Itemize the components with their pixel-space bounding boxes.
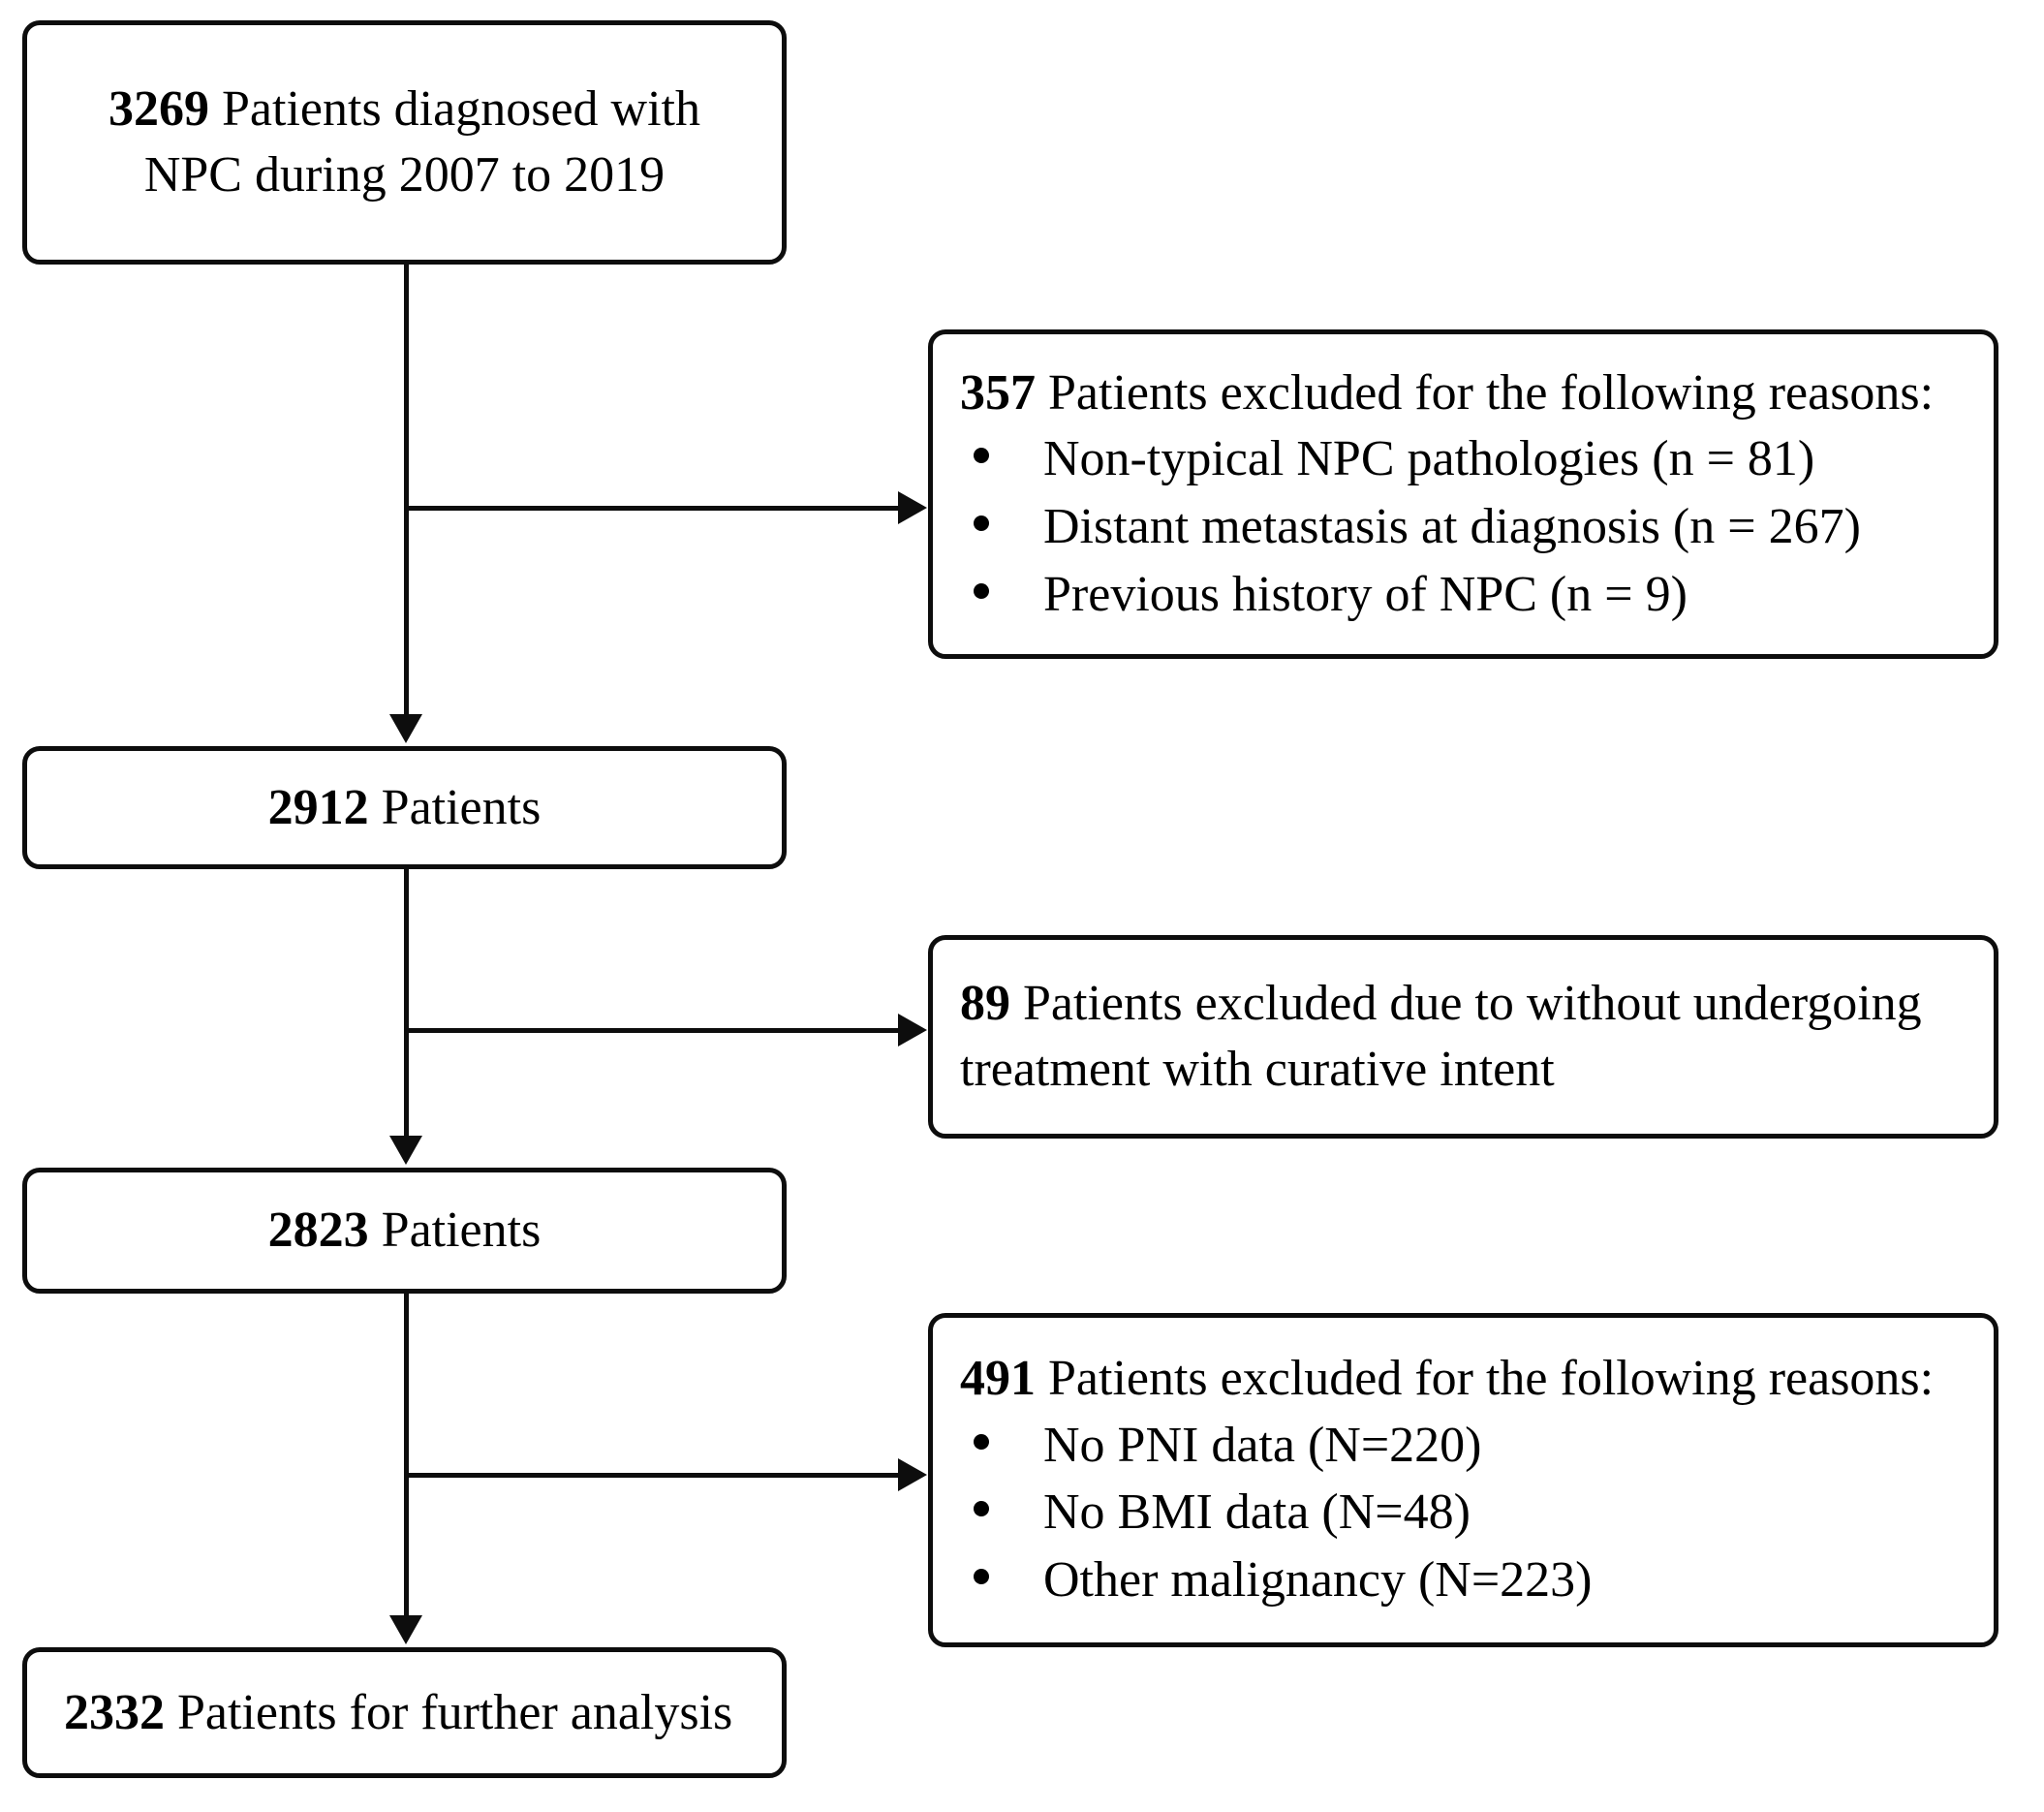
node-cohort-2912-line: 2912 Patients [268,775,542,841]
arrowhead-to-exclusion-491 [898,1458,927,1491]
exclusion-491-heading: 491 Patients excluded for the following … [960,1346,1934,1412]
node-exclusion-357: 357 Patients excluded for the following … [928,329,1998,659]
node-cohort-initial-text1: Patients diagnosed with [209,81,700,138]
arrowhead-to-exclusion-89 [898,1014,927,1047]
node-cohort-initial-line2: NPC during 2007 to 2019 [143,147,666,203]
exclusion-491-heading-text: Patients excluded for the following reas… [1036,1351,1935,1407]
node-cohort-initial: 3269 Patients diagnosed with NPC during … [22,20,787,265]
connector-spine-3 [404,1294,409,1615]
exclusion-491-reason-text: Other malignancy (N=223) [1043,1552,1593,1609]
bullet-dot-icon [974,1569,989,1584]
exclusion-357-reason-item: Non-typical NPC pathologies (n = 81) [960,425,1861,493]
node-cohort-2912-count: 2912 [267,779,369,835]
exclusion-357-reason-text: Previous history of NPC (n = 9) [1043,566,1688,622]
bullet-dot-icon [974,1501,989,1517]
node-cohort-initial-line1: 3269 Patients diagnosed with [108,77,700,142]
exclusion-89-count: 89 [960,976,1010,1032]
exclusion-357-reason-item: Previous history of NPC (n = 9) [960,561,1861,629]
arrowhead-to-cohort-final [389,1615,422,1644]
connector-branch-exclusion-89 [406,1028,898,1033]
exclusion-89-heading-text: Patients excluded due to without undergo… [1010,976,1922,1032]
exclusion-357-reason-item: Distant metastasis at diagnosis (n = 267… [960,493,1861,561]
connector-branch-exclusion-357 [406,506,898,511]
connector-spine-1 [404,265,409,714]
node-cohort-2912: 2912 Patients [22,746,787,869]
node-cohort-2823-count: 2823 [267,1203,369,1259]
exclusion-89-heading-line2: treatment with curative intent [960,1042,1555,1097]
exclusion-491-count: 491 [960,1351,1036,1407]
arrowhead-to-exclusion-357 [898,491,927,524]
connector-spine-2 [404,869,409,1136]
bullet-dot-icon [974,582,989,599]
exclusion-491-reason-text: No BMI data (N=48) [1043,1484,1471,1541]
node-cohort-2912-text: Patients [368,779,542,835]
exclusion-357-reason-list: Non-typical NPC pathologies (n = 81) Dis… [960,425,1861,628]
bullet-dot-icon [974,448,989,464]
exclusion-357-heading: 357 Patients excluded for the following … [960,360,1934,426]
exclusion-491-reason-item: No PNI data (N=220) [960,1412,1593,1480]
node-cohort-final-count: 2332 [64,1684,165,1740]
node-cohort-final-text: Patients for further analysis [165,1684,733,1740]
exclusion-491-reason-item: No BMI data (N=48) [960,1479,1593,1546]
node-cohort-2823-line: 2823 Patients [268,1198,542,1264]
exclusion-357-reason-text: Non-typical NPC pathologies (n = 81) [1043,431,1815,487]
exclusion-357-heading-text: Patients excluded for the following reas… [1036,364,1935,421]
node-cohort-2823: 2823 Patients [22,1168,787,1294]
node-cohort-final: 2332 Patients for further analysis [22,1647,787,1778]
exclusion-357-count: 357 [960,364,1036,421]
exclusion-491-reason-list: No PNI data (N=220) No BMI data (N=48) O… [960,1412,1593,1614]
bullet-dot-icon [974,515,989,531]
exclusion-491-reason-text: No PNI data (N=220) [1043,1417,1482,1473]
node-exclusion-89: 89 Patients excluded due to without unde… [928,935,1998,1139]
node-exclusion-491: 491 Patients excluded for the following … [928,1313,1998,1647]
exclusion-357-reason-text: Distant metastasis at diagnosis (n = 267… [1043,498,1861,554]
bullet-dot-icon [974,1433,989,1450]
connector-branch-exclusion-491 [406,1473,898,1478]
exclusion-89-heading: 89 Patients excluded due to without unde… [960,971,1922,1037]
node-cohort-2823-text: Patients [368,1203,542,1259]
arrowhead-to-cohort-2912 [389,714,422,743]
arrowhead-to-cohort-2823 [389,1136,422,1165]
node-cohort-initial-count: 3269 [108,81,210,138]
node-cohort-final-line: 2332 Patients for further analysis [64,1680,732,1746]
exclusion-491-reason-item: Other malignancy (N=223) [960,1546,1593,1614]
